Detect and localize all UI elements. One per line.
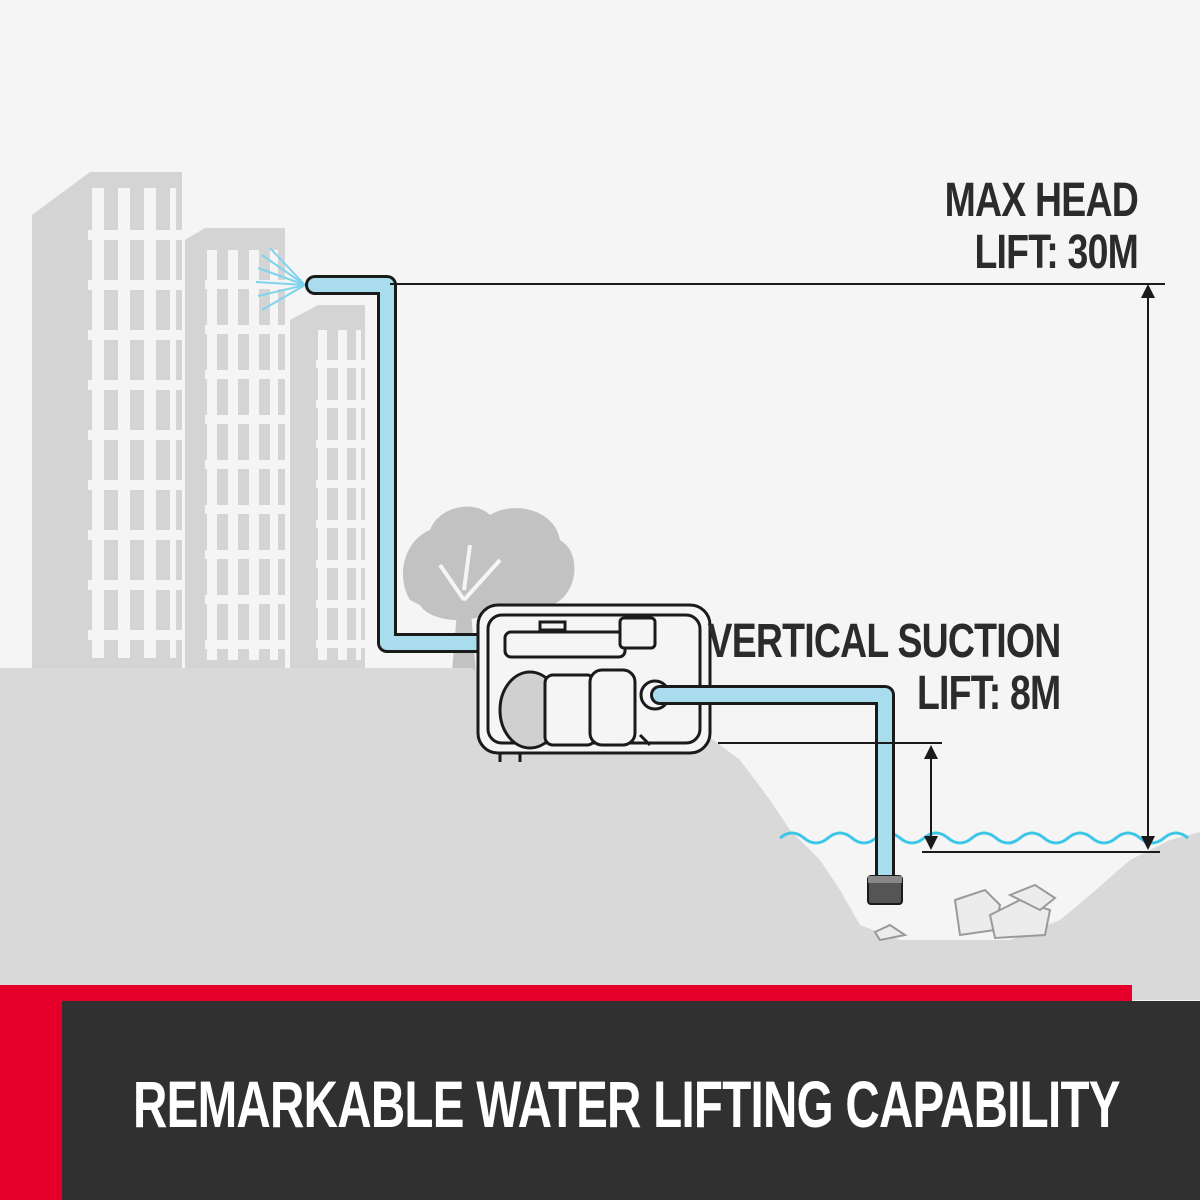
suction-dimension xyxy=(718,742,942,850)
suction-lift-label: VERTICAL SUCTION LIFT: 8M xyxy=(707,615,1061,720)
max-head-dimension xyxy=(390,283,1165,853)
banner-title: REMARKABLE WATER LIFTING CAPABILITY xyxy=(133,1067,1120,1141)
building-left xyxy=(32,172,182,675)
ground xyxy=(0,668,1200,1000)
water-spray xyxy=(255,247,306,311)
suction-line1: VERTICAL SUCTION xyxy=(707,615,1061,668)
water-pump xyxy=(476,603,712,762)
max-head-label: MAX HEAD LIFT: 30M xyxy=(944,174,1139,279)
suction-line2: LIFT: 8M xyxy=(916,666,1060,720)
title-banner xyxy=(62,1001,1200,1200)
max-head-line2: LIFT: 30M xyxy=(974,225,1138,279)
max-head-line1: MAX HEAD xyxy=(944,174,1139,227)
building-right xyxy=(290,305,365,675)
building-middle xyxy=(185,228,285,675)
buildings xyxy=(32,172,365,675)
tree xyxy=(402,506,575,672)
rocks xyxy=(873,883,1057,942)
water-surface-line xyxy=(779,831,1189,845)
